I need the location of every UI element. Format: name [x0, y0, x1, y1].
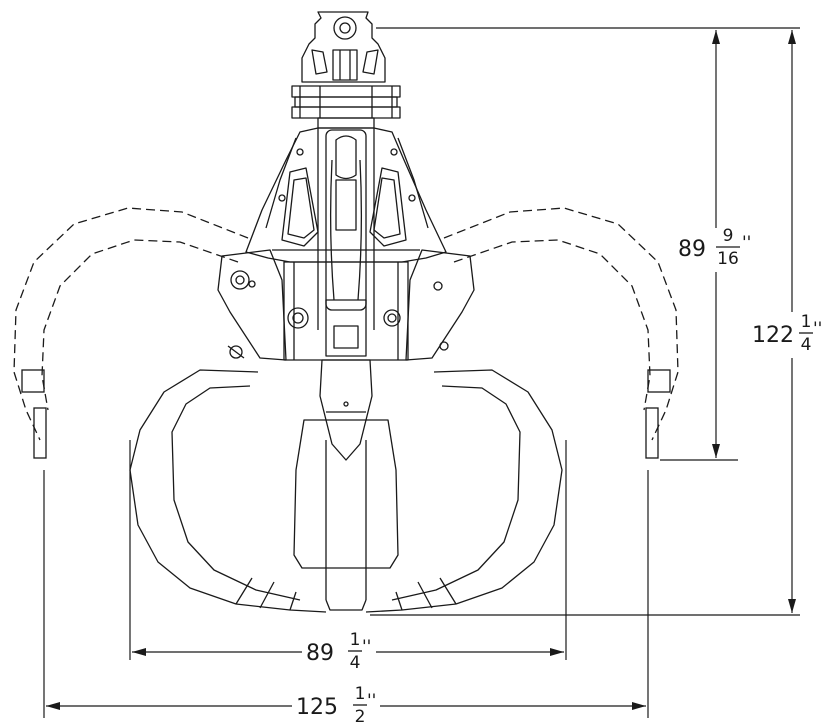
dimension-lines	[43, 27, 800, 718]
dim-height-open-num: 9	[723, 226, 734, 246]
rotator-flange	[291, 85, 401, 129]
dim-height-open-unit: ''	[742, 233, 751, 253]
dim-height-closed-unit: ''	[813, 319, 822, 339]
dim-label-height-closed: 122 1 4 ''	[752, 312, 822, 355]
dim-width-closed-whole: 89	[306, 641, 334, 666]
closed-tine-right	[365, 369, 563, 613]
open-tine-outline	[13, 207, 679, 441]
open-tine-right-inner	[453, 239, 651, 411]
dim-width-closed-num: 1	[350, 630, 361, 650]
central-cylinder	[317, 128, 375, 330]
closed-tine-left	[129, 369, 327, 613]
open-tine-tips	[21, 369, 671, 459]
dim-height-open-den: 16	[717, 249, 739, 269]
dim-height-closed-whole: 122	[752, 323, 794, 348]
main-housing	[245, 127, 447, 263]
dim-width-open-den: 2	[355, 707, 366, 727]
dim-height-closed-num: 1	[801, 312, 812, 332]
housing-window-right	[369, 167, 407, 247]
dim-label-width-closed: 89 1 4 ''	[306, 630, 371, 673]
lifting-eye	[301, 11, 386, 83]
lower-spine	[319, 359, 373, 461]
dim-width-open-num: 1	[355, 684, 366, 704]
dim-width-closed-unit: ''	[362, 637, 371, 657]
open-tine-right	[443, 207, 679, 441]
dim-width-closed-den: 4	[350, 653, 361, 673]
dim-label-height-open: 89 9 16 ''	[678, 226, 751, 269]
grapple-illustration	[129, 11, 563, 613]
dim-height-closed-den: 4	[801, 335, 812, 355]
side-mount-right	[405, 249, 475, 361]
dim-width-open-whole: 125	[296, 695, 338, 720]
dim-label-width-open: 125 1 2 ''	[296, 684, 376, 727]
open-tine-left	[13, 207, 249, 441]
side-mount-left	[217, 249, 287, 361]
dim-height-open-whole: 89	[678, 237, 706, 262]
housing-window-left	[281, 167, 319, 247]
dim-width-open-unit: ''	[367, 691, 376, 711]
open-tine-left-inner	[41, 239, 239, 411]
center-body	[293, 419, 399, 611]
lower-frame	[283, 261, 409, 361]
